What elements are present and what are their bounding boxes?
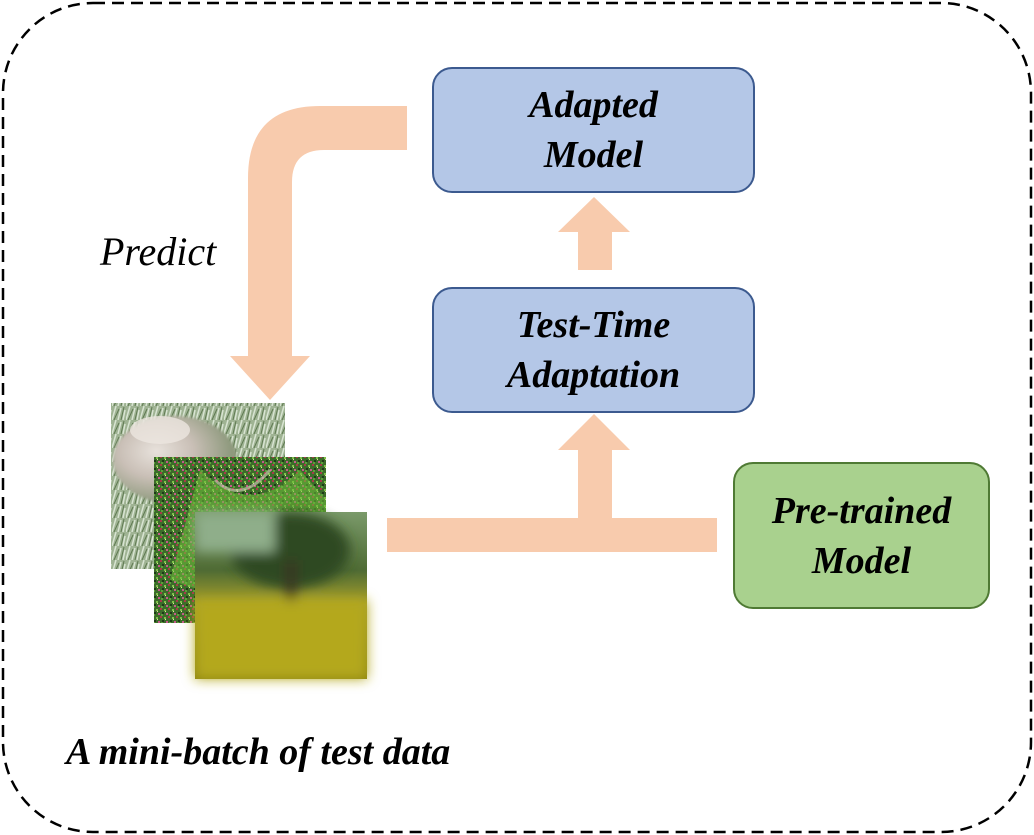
pretrained-model-box: Pre-trained Model bbox=[733, 462, 990, 609]
predict-arrow-head bbox=[230, 356, 310, 400]
predict-arrow bbox=[248, 106, 407, 356]
adapted-model-box: Adapted Model bbox=[432, 67, 755, 193]
mini-batch-label: A mini-batch of test data bbox=[66, 731, 451, 773]
arrow-data-model-bar bbox=[387, 518, 717, 552]
adapted-model-line2: Model bbox=[543, 134, 644, 176]
arrow-to-tta-head bbox=[558, 414, 630, 450]
blurred-field-tree-image bbox=[195, 512, 367, 679]
predict-label: Predict bbox=[100, 229, 217, 274]
arrow-to-tta-shaft bbox=[578, 448, 612, 520]
tta-line2: Adaptation bbox=[506, 354, 681, 396]
arrow-tta-to-adapted-shaft bbox=[578, 232, 612, 270]
tta-line1: Test-Time bbox=[516, 304, 671, 346]
arrow-tta-to-adapted-head bbox=[558, 197, 630, 232]
pretrained-line2: Model bbox=[811, 539, 912, 582]
test-time-adaptation-box: Test-Time Adaptation bbox=[432, 287, 755, 413]
adapted-model-line1: Adapted bbox=[529, 84, 658, 126]
pretrained-line1: Pre-trained bbox=[771, 489, 952, 532]
